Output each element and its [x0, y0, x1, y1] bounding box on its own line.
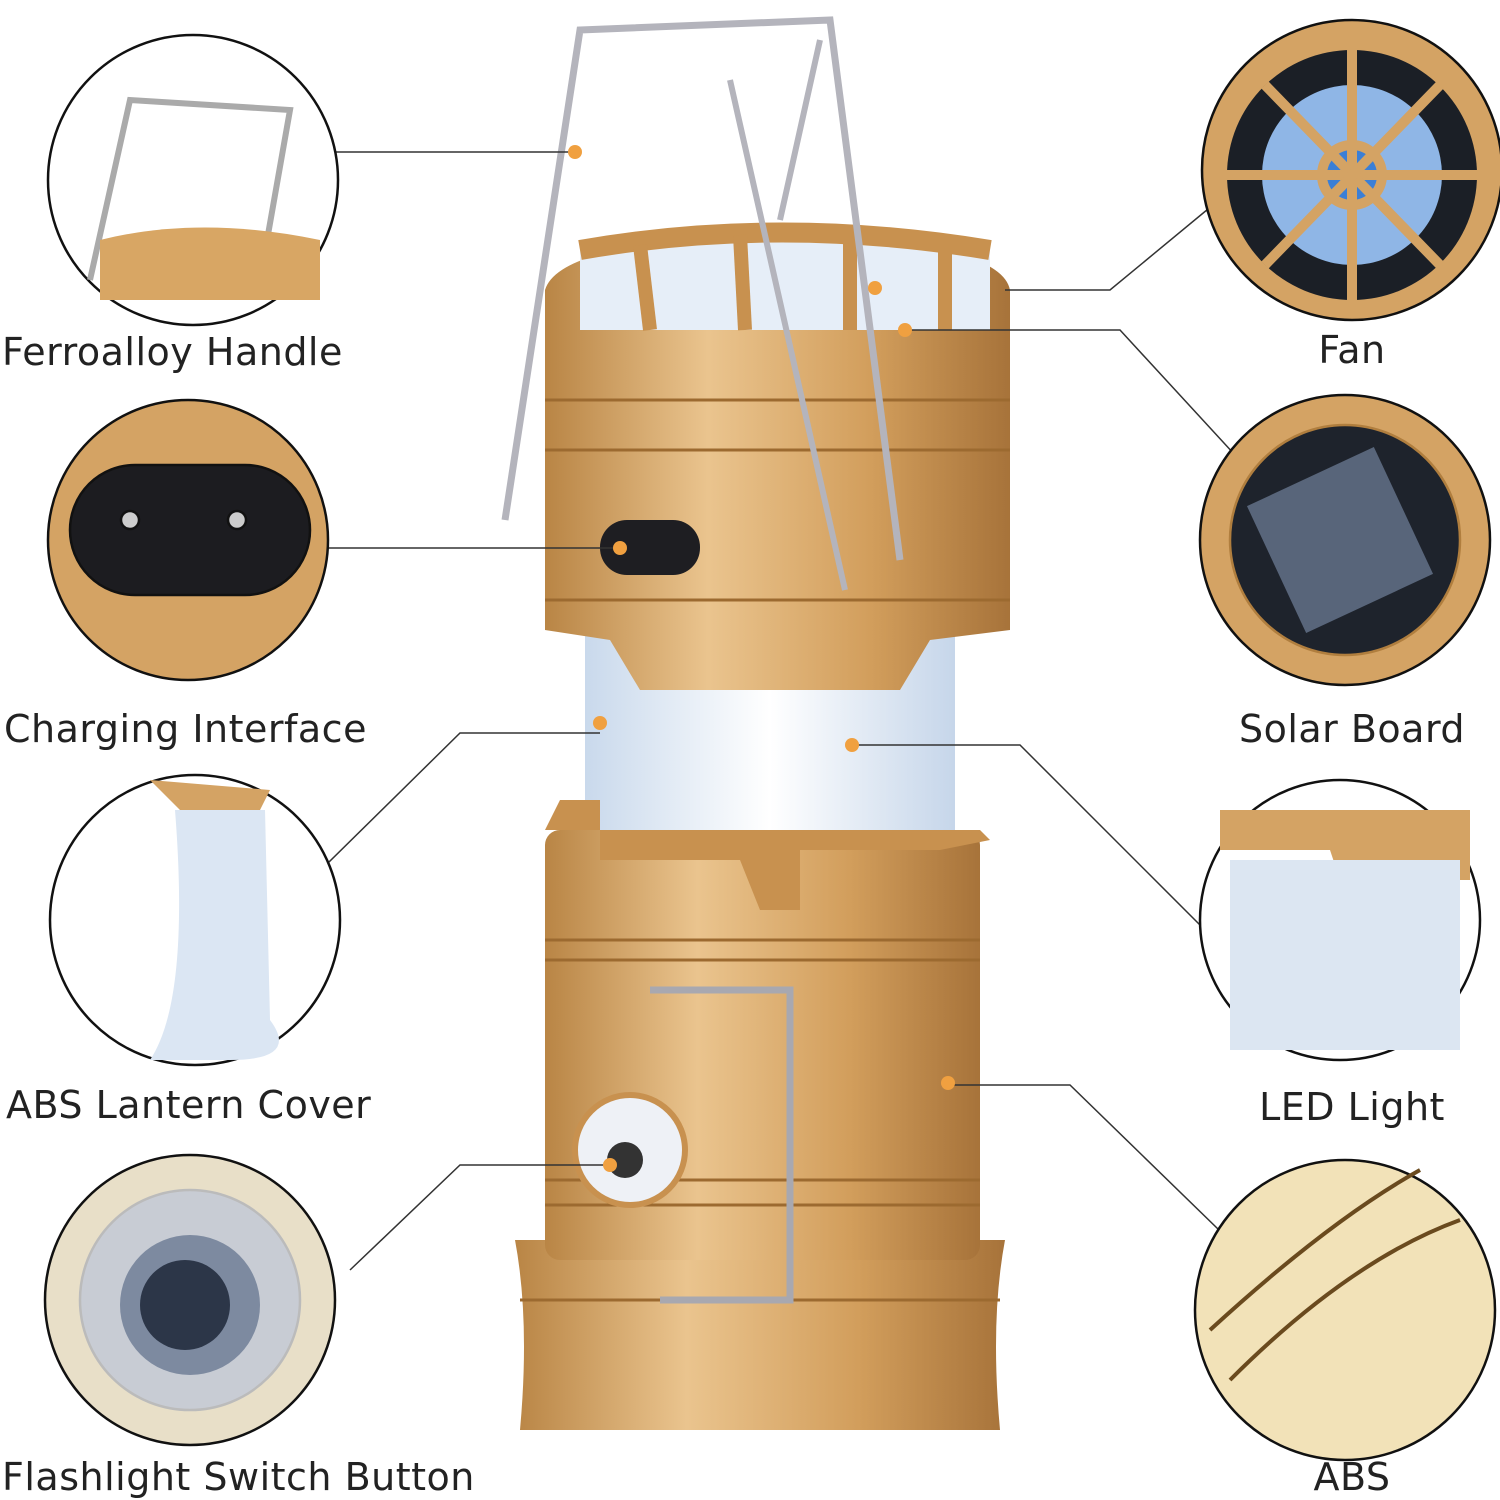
- detail-cover: [48, 773, 342, 1067]
- lantern: [501, 16, 1010, 1430]
- detail-charging: [46, 398, 330, 682]
- detail-fan: [1200, 18, 1500, 322]
- lantern-base: [515, 1240, 1005, 1430]
- label-led-light: LED Light: [1259, 1085, 1445, 1129]
- label-charging-interface: Charging Interface: [4, 707, 367, 751]
- callout-dots: [568, 145, 955, 1172]
- detail-solar: [1198, 393, 1492, 687]
- label-flashlight-switch-button: Flashlight Switch Button: [2, 1455, 475, 1499]
- label-fan: Fan: [1318, 328, 1386, 372]
- lantern-top: [545, 235, 1010, 690]
- label-ferroalloy-handle: Ferroalloy Handle: [2, 330, 343, 374]
- detail-circles: [43, 18, 1500, 1462]
- label-abs: ABS: [1313, 1455, 1391, 1499]
- label-abs-lantern-cover: ABS Lantern Cover: [6, 1083, 372, 1127]
- detail-abs: [1193, 1158, 1497, 1462]
- detail-led: [1198, 778, 1482, 1062]
- detail-flashlight: [43, 1153, 337, 1447]
- detail-handle: [46, 33, 340, 327]
- charging-port: [600, 520, 700, 575]
- handle-wire: [501, 16, 904, 561]
- label-solar-board: Solar Board: [1238, 707, 1466, 751]
